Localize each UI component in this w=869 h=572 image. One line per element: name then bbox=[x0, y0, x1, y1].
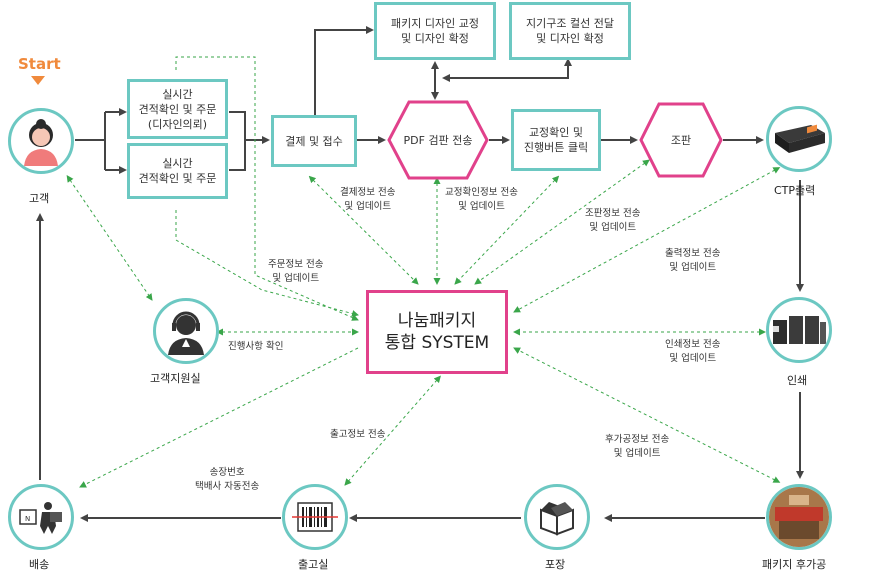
shipping-info-note: 출고정보 전송 bbox=[330, 429, 386, 440]
system-title-line2: 통합 SYSTEM bbox=[384, 333, 490, 353]
customer-icon bbox=[24, 119, 58, 166]
start-arrow-icon bbox=[31, 76, 45, 85]
support-node bbox=[153, 298, 219, 364]
pdf-check-hexagon: PDF 검판 전송 bbox=[387, 100, 489, 180]
shipping-room-label: 출고실 bbox=[298, 558, 329, 571]
print-info-note: 인쇄정보 전송 및 업데이트 bbox=[665, 339, 721, 364]
print-label: 인쇄 bbox=[787, 374, 808, 387]
support-label: 고객지원실 bbox=[150, 372, 201, 385]
delivery-man-icon: N bbox=[19, 502, 62, 534]
payment-info-note: 결제정보 전송 및 업데이트 bbox=[340, 187, 396, 212]
customer-node bbox=[8, 108, 74, 174]
post-info-note: 후가공정보 전송 및 업데이트 bbox=[605, 434, 670, 459]
finishing-machine-icon bbox=[769, 487, 829, 547]
ctp-label: CTP출력 bbox=[774, 184, 816, 197]
print-node bbox=[766, 297, 832, 363]
customer-label: 고객 bbox=[29, 192, 50, 205]
order-info-note: 주문정보 전송 및 업데이트 bbox=[268, 259, 324, 284]
tracking-note: 송장번호 택배사 자동전송 bbox=[195, 467, 260, 492]
package-design-box: 패키지 디자인 교정 및 디자인 확정 bbox=[374, 2, 496, 60]
imposition-info-note: 조판정보 전송 및 업데이트 bbox=[585, 208, 641, 233]
output-info-note: 출력정보 전송 및 업데이트 bbox=[665, 248, 721, 273]
delivery-label: 배송 bbox=[29, 558, 50, 571]
proof-info-note: 교정확인정보 전송 및 업데이트 bbox=[445, 187, 518, 212]
imposition-hexagon: 조판 bbox=[639, 102, 723, 178]
delivery-node: N bbox=[8, 484, 74, 550]
system-title-line1: 나눔패키지 bbox=[397, 311, 477, 331]
imposition-label: 조판 bbox=[670, 134, 692, 147]
post-processing-node bbox=[766, 484, 832, 550]
barcode-scanner-icon bbox=[292, 502, 338, 532]
headset-agent-icon bbox=[168, 311, 204, 355]
order-design-request-box: 실시간 견적확인 및 주문 (디자인의뢰) bbox=[127, 79, 228, 139]
proof-confirm-box: 교정확인 및 진행버튼 클릭 bbox=[511, 109, 601, 171]
printing-press-icon bbox=[773, 316, 826, 344]
packing-label: 포장 bbox=[545, 558, 566, 571]
shipping-room-node bbox=[282, 484, 348, 550]
packing-node bbox=[524, 484, 590, 550]
svg-text:N: N bbox=[25, 515, 30, 523]
integrated-system-box: 나눔패키지 통합 SYSTEM bbox=[366, 290, 508, 374]
paper-structure-box: 지기구조 컬선 전달 및 디자인 확정 bbox=[509, 2, 631, 60]
progress-check-note: 진행사항 확인 bbox=[228, 341, 284, 352]
order-box: 실시간 견적확인 및 주문 bbox=[127, 143, 228, 199]
ctp-machine-icon bbox=[775, 124, 825, 153]
box-icon bbox=[540, 502, 574, 536]
ctp-node bbox=[766, 106, 832, 172]
start-label: Start bbox=[18, 55, 61, 73]
pdf-check-label: PDF 검판 전송 bbox=[403, 134, 473, 147]
post-processing-label: 패키지 후가공 bbox=[762, 558, 827, 571]
payment-box: 결제 및 접수 bbox=[271, 115, 357, 167]
